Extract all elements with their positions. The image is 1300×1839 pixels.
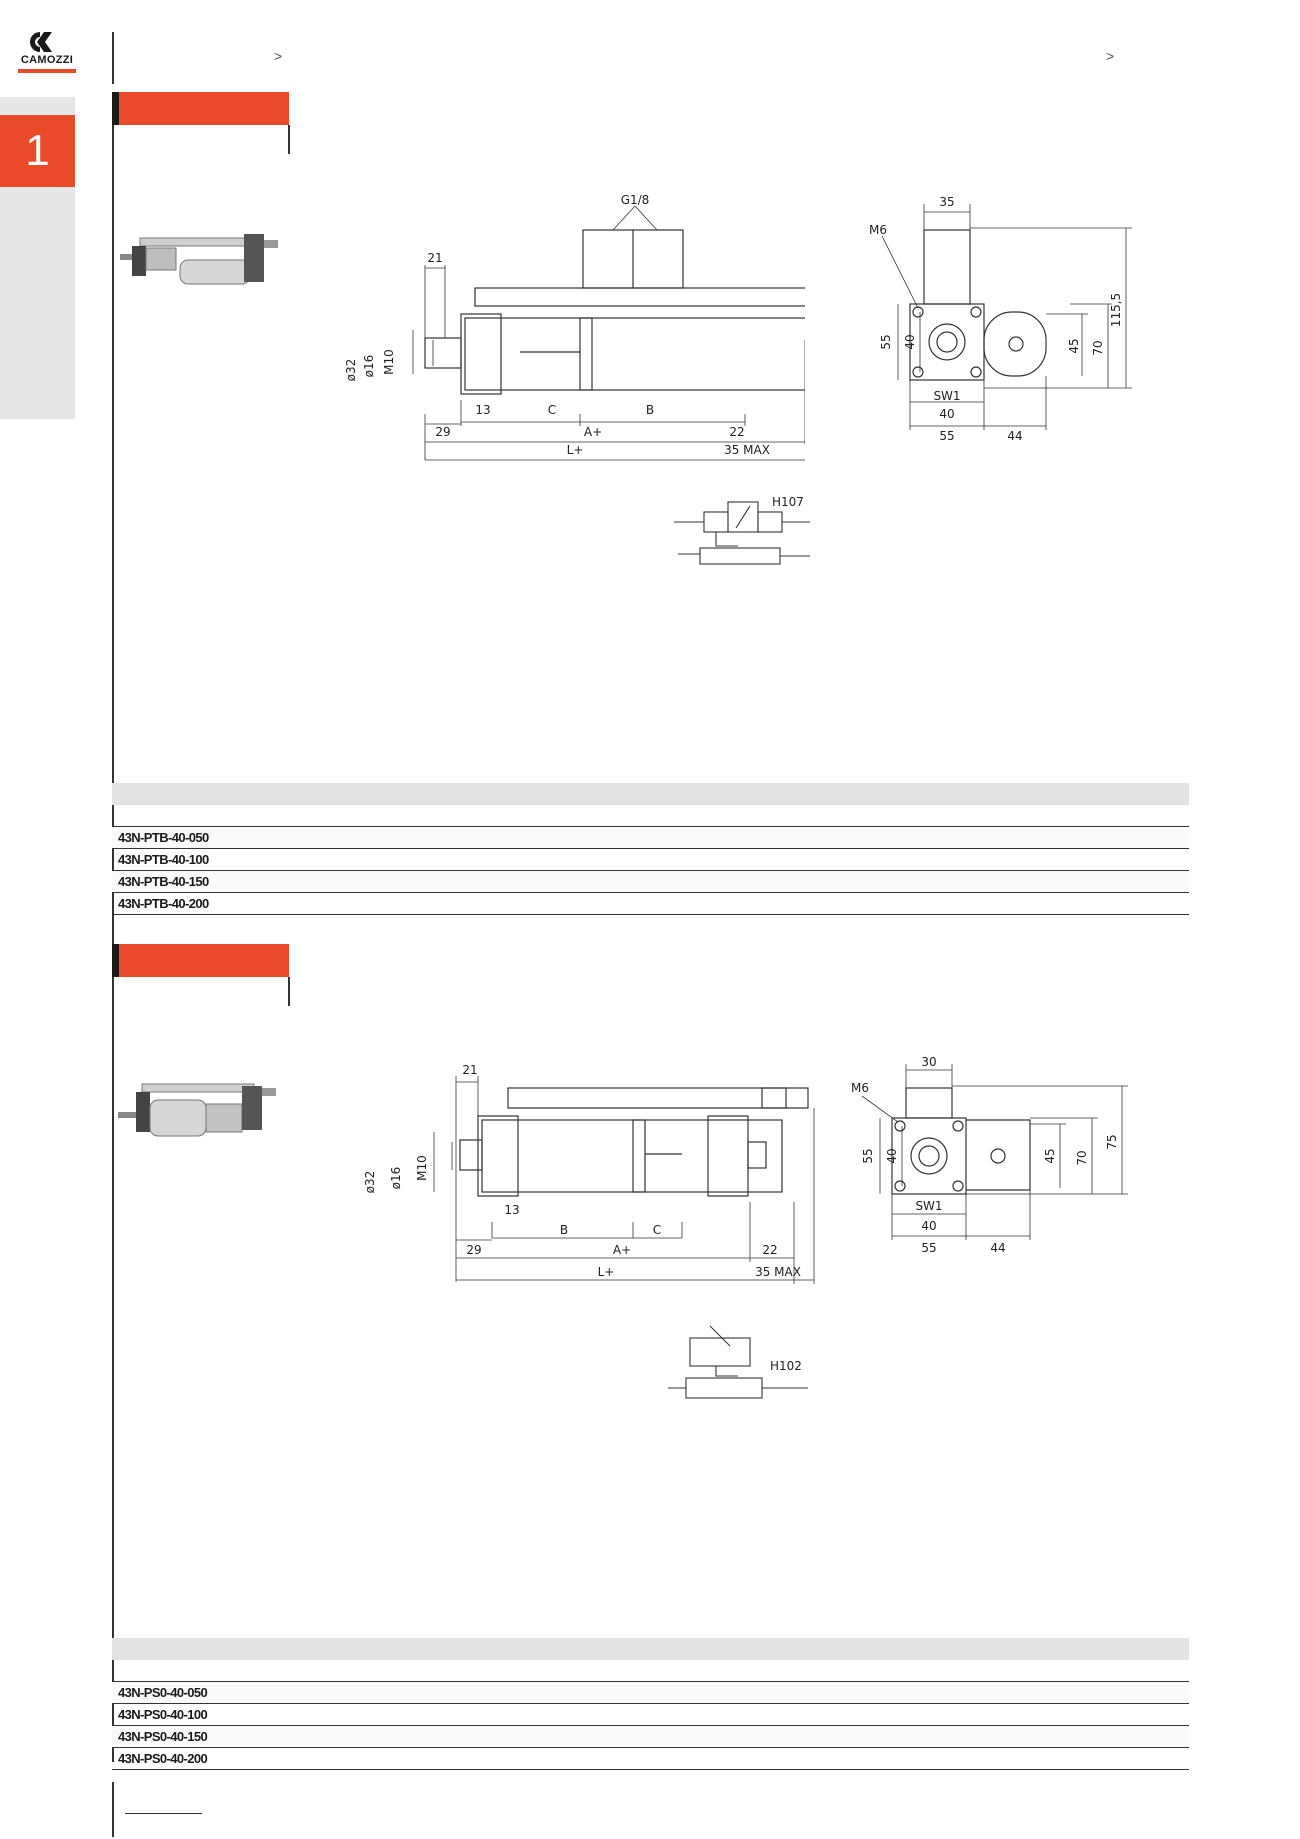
symbol-label-h102: H102 <box>770 1359 802 1373</box>
label-sw1: SW1 <box>915 1199 942 1213</box>
label-m10: M10 <box>415 1155 429 1181</box>
label-bottom-44: 44 <box>1007 429 1022 443</box>
label-sw1: SW1 <box>933 389 960 403</box>
label-l: L+ <box>567 443 584 457</box>
technical-drawing-ptb-side: 35 M6 115,5 70 45 55 40 SW1 40 55 44 <box>869 195 1132 443</box>
label-22: 22 <box>729 425 744 439</box>
product-code: 43N-PS0-40-200 <box>118 1751 208 1766</box>
label-side-75: 75 <box>1105 1134 1119 1149</box>
table-row: 43N-PTB-40-150 <box>112 871 1189 893</box>
label-d16: ø16 <box>362 355 376 378</box>
table-ps0-header <box>112 1638 1189 1660</box>
pneumatic-symbol-h102: H102 <box>668 1325 808 1399</box>
product-code: 43N-PS0-40-100 <box>118 1707 208 1722</box>
label-bottom-44: 44 <box>990 1241 1005 1255</box>
chapter-number[interactable]: 1 <box>0 115 75 187</box>
label-a: A+ <box>613 1243 631 1257</box>
product-code: 43N-PTB-40-100 <box>118 852 209 867</box>
header-rule <box>112 32 114 84</box>
technical-drawing-ps0-side: M6 30 75 70 45 55 40 SW1 40 55 44 <box>851 1055 1128 1255</box>
label-m6: M6 <box>869 223 887 237</box>
content-rule <box>112 92 114 1762</box>
section-2-header <box>112 944 289 977</box>
table-row: 43N-PS0-40-200 <box>112 1748 1189 1770</box>
product-code: 43N-PTB-40-200 <box>118 896 209 911</box>
technical-drawing-ptb-front: G1/8 21 ø32 ø16 M10 13 C B 29 A+ 22 L+ 3… <box>344 193 805 461</box>
label-m10: M10 <box>382 349 396 375</box>
table-ptb-header <box>112 783 1189 805</box>
label-21: 21 <box>427 251 442 265</box>
label-bottom-40: 40 <box>939 407 954 421</box>
label-d32: ø32 <box>344 359 358 382</box>
section-1-header <box>112 92 289 125</box>
product-code: 43N-PTB-40-150 <box>118 874 209 889</box>
table-row: 43N-PS0-40-050 <box>112 1682 1189 1704</box>
label-side-55: 55 <box>861 1148 875 1163</box>
table-ptb-subheader <box>112 805 1189 827</box>
section-1-header-rule <box>288 125 290 154</box>
pneumatic-symbol-h107: H107 <box>674 495 810 565</box>
breadcrumb-chevron-right: > <box>1106 48 1115 64</box>
camozzi-logo <box>30 32 52 52</box>
label-29: 29 <box>466 1243 481 1257</box>
label-bottom-55: 55 <box>921 1241 936 1255</box>
label-side-40: 40 <box>903 334 917 349</box>
label-35max: 35 MAX <box>724 443 770 457</box>
label-side-40: 40 <box>885 1148 899 1163</box>
label-m6: M6 <box>851 1081 869 1095</box>
table-row: 43N-PTB-40-100 <box>112 849 1189 871</box>
table-row: 43N-PS0-40-100 <box>112 1704 1189 1726</box>
label-29: 29 <box>435 425 450 439</box>
product-code: 43N-PS0-40-050 <box>118 1685 208 1700</box>
label-side-55: 55 <box>879 334 893 349</box>
label-side-30: 30 <box>921 1055 936 1069</box>
table-ptb-body: 43N-PTB-40-050 43N-PTB-40-100 43N-PTB-40… <box>112 827 1189 915</box>
brand-underline <box>18 69 76 73</box>
label-side-35: 35 <box>939 195 954 209</box>
label-side-45: 45 <box>1043 1148 1057 1163</box>
table-row: 43N-PTB-40-050 <box>112 827 1189 849</box>
label-13: 13 <box>475 403 490 417</box>
label-g18: G1/8 <box>621 193 650 207</box>
symbol-label-h107: H107 <box>772 495 804 509</box>
footer-underline <box>125 1813 202 1815</box>
label-22: 22 <box>762 1243 777 1257</box>
label-side-45: 45 <box>1067 338 1081 353</box>
label-21: 21 <box>462 1063 477 1077</box>
label-l: L+ <box>598 1265 615 1279</box>
label-bottom-55: 55 <box>939 429 954 443</box>
table-ptb: 43N-PTB-40-050 43N-PTB-40-100 43N-PTB-40… <box>112 783 1189 915</box>
product-photo-ps0 <box>118 1083 276 1137</box>
label-d32: ø32 <box>363 1171 377 1194</box>
label-a: A+ <box>584 425 602 439</box>
label-bottom-40: 40 <box>921 1219 936 1233</box>
brand-name: CAMOZZI <box>20 54 74 66</box>
label-side-70: 70 <box>1091 340 1105 355</box>
table-ps0: 43N-PS0-40-050 43N-PS0-40-100 43N-PS0-40… <box>112 1638 1189 1770</box>
label-13: 13 <box>504 1203 519 1217</box>
table-row: 43N-PTB-40-200 <box>112 893 1189 915</box>
breadcrumb-chevron-left: > <box>274 48 283 64</box>
label-side-70: 70 <box>1075 1150 1089 1165</box>
label-d16: ø16 <box>389 1167 403 1190</box>
product-code: 43N-PS0-40-150 <box>118 1729 208 1744</box>
technical-drawing-ps0-front: 21 ø32 ø16 M10 13 B C 29 A+ 22 L+ 35 MAX <box>363 1063 815 1284</box>
product-code: 43N-PTB-40-050 <box>118 830 209 845</box>
label-b: B <box>560 1223 568 1237</box>
table-ps0-body: 43N-PS0-40-050 43N-PS0-40-100 43N-PS0-40… <box>112 1682 1189 1770</box>
section-2-header-rule <box>288 977 290 1006</box>
label-35max: 35 MAX <box>755 1265 801 1279</box>
label-c: C <box>548 403 556 417</box>
label-115-5: 115,5 <box>1109 293 1123 327</box>
table-row: 43N-PS0-40-150 <box>112 1726 1189 1748</box>
table-ps0-subheader <box>112 1660 1189 1682</box>
footer-rule <box>112 1782 114 1837</box>
label-b: B <box>646 403 654 417</box>
product-photo-ptb <box>120 234 278 285</box>
label-c: C <box>653 1223 661 1237</box>
